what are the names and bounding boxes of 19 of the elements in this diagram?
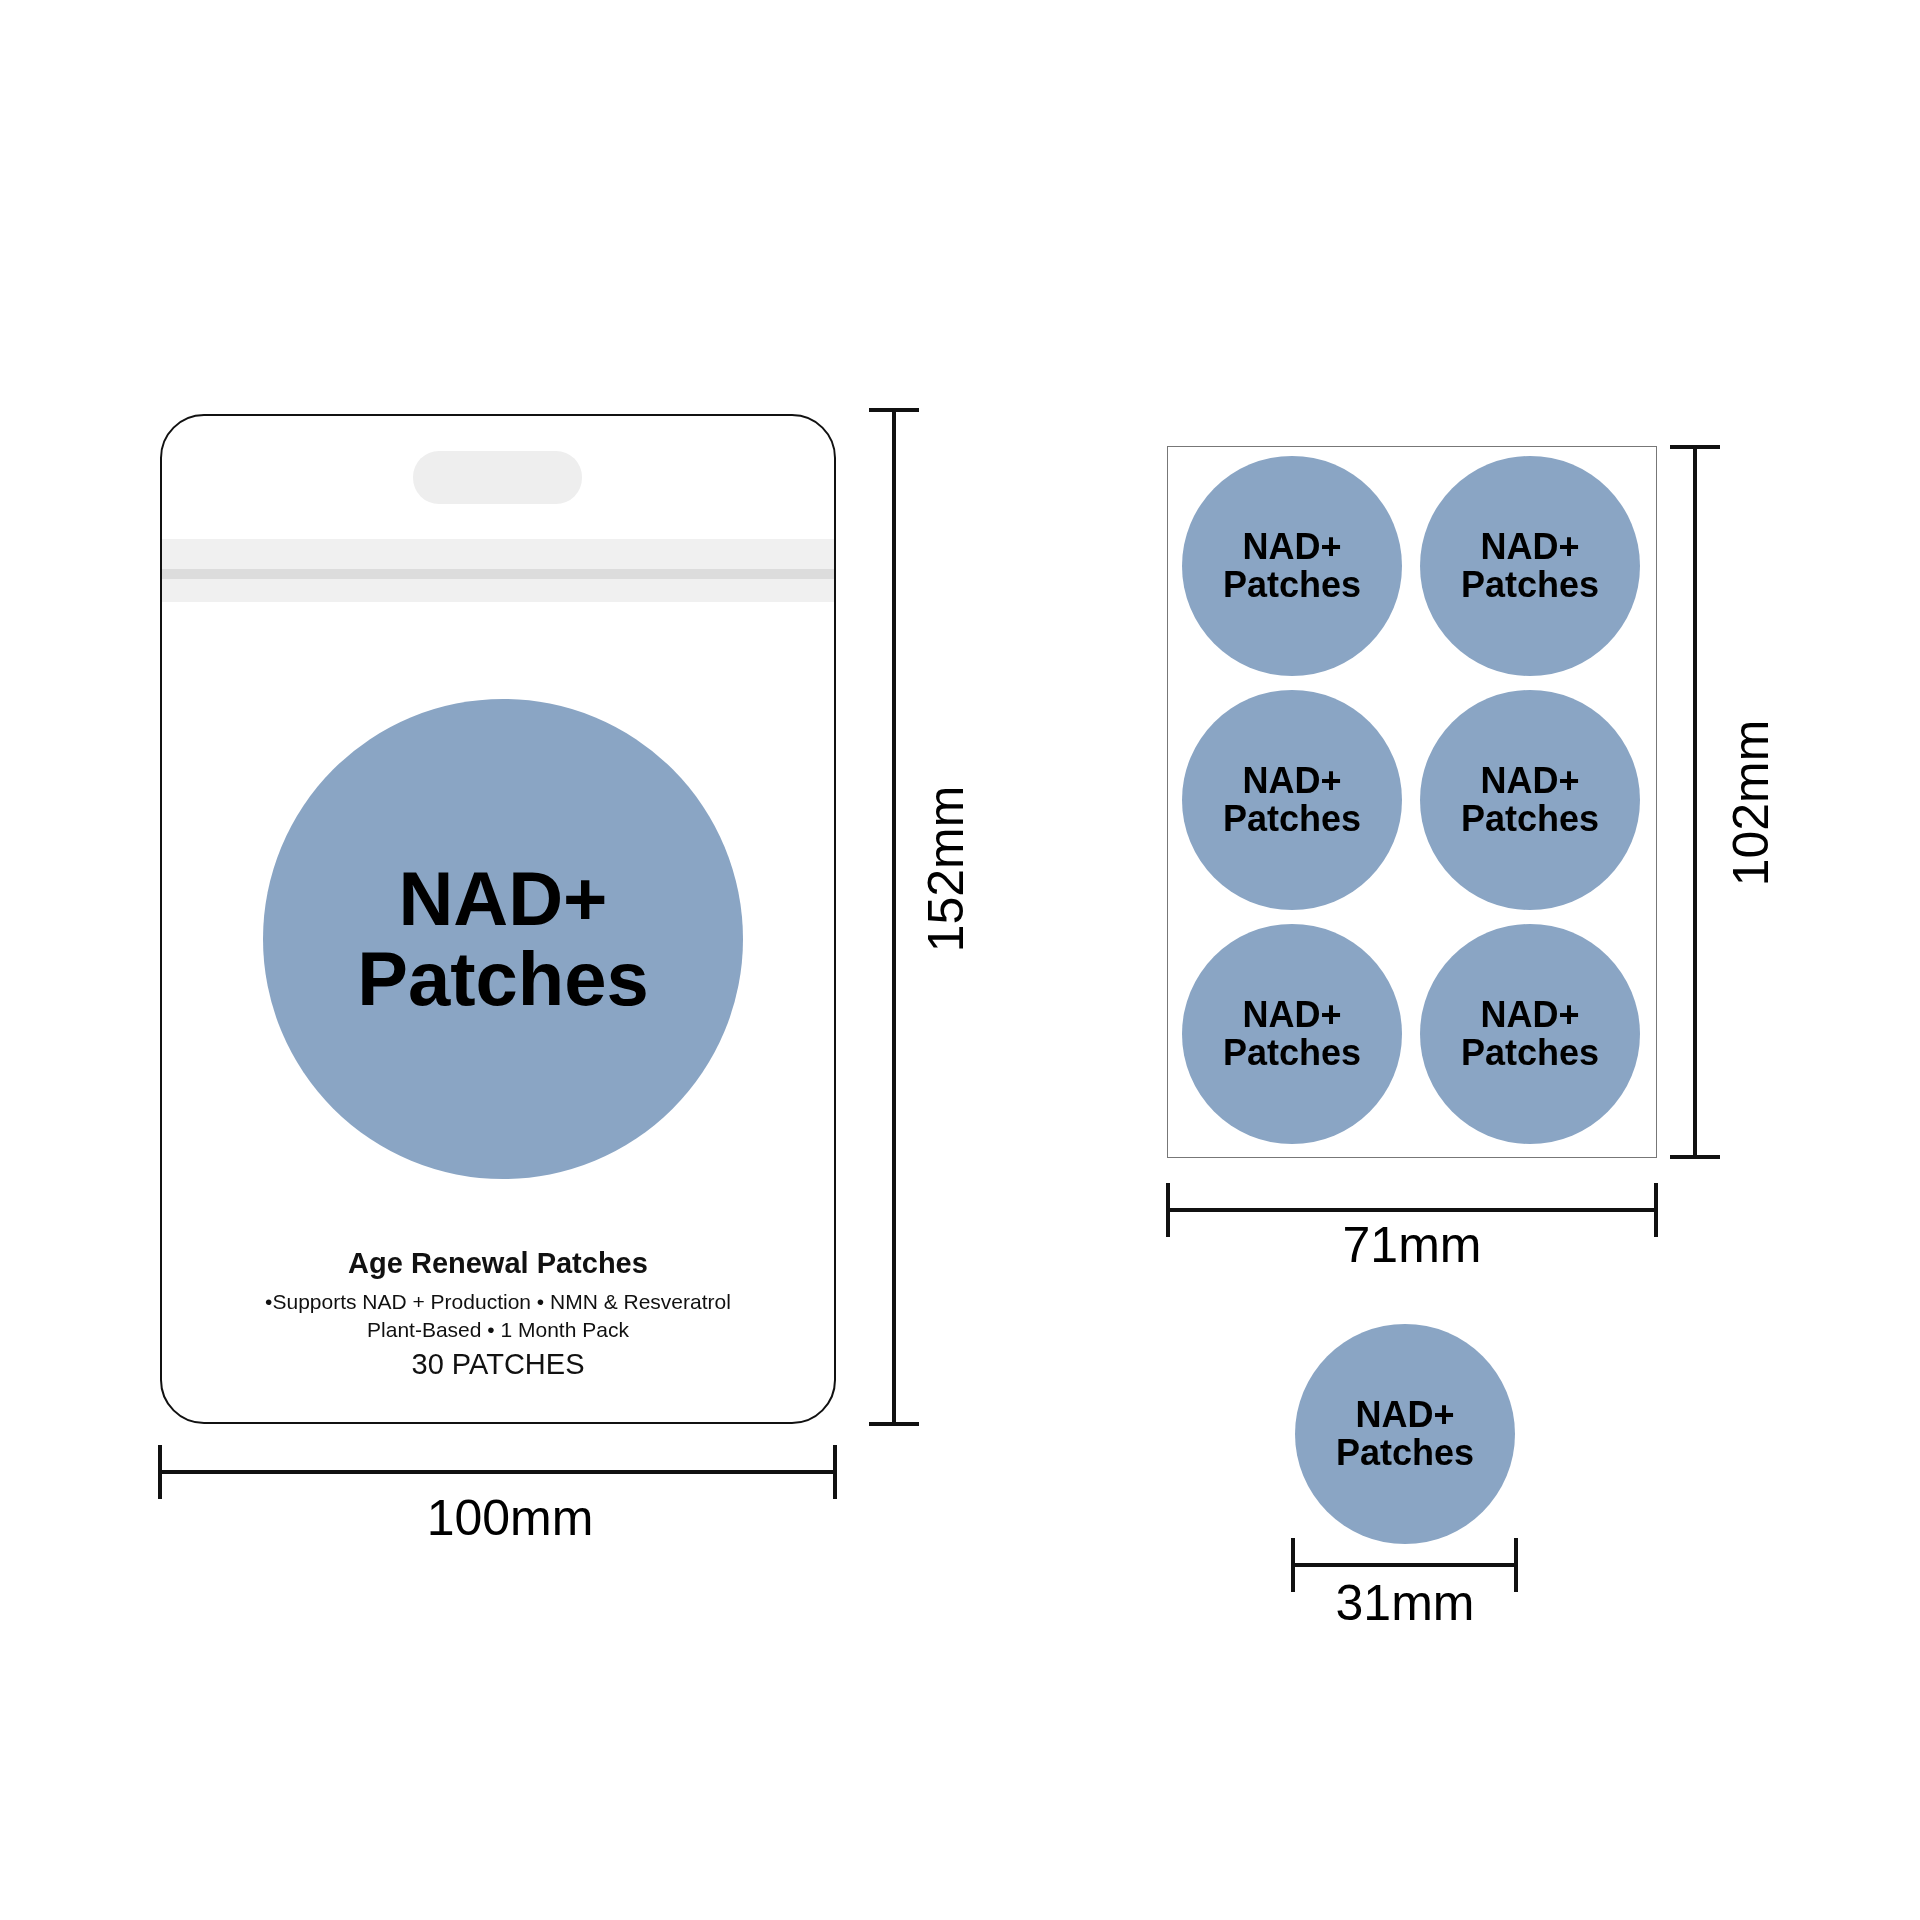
product-subtitle: Age Renewal Patches [347, 1246, 649, 1280]
dimension-label: 31mm [1335, 1574, 1475, 1632]
patch-label: NAD+ Patches [1335, 1396, 1475, 1472]
patch-label: NAD+ Patches [1222, 528, 1362, 604]
dimension-label: 152mm [917, 785, 975, 953]
dimension-label: 100mm [426, 1489, 594, 1547]
patch-label: NAD+ Patches [1222, 762, 1362, 838]
patch-label: NAD+ Patches [1460, 762, 1600, 838]
patch-label: NAD+ Patches [357, 859, 649, 1019]
pouch [160, 414, 836, 1424]
dimension-label: 71mm [1342, 1216, 1482, 1274]
patch-label: NAD+ Patches [1460, 996, 1600, 1072]
feature-text: •Supports NAD + Production • NMN & Resveratrol [264, 1290, 732, 1315]
sheet-outline [1167, 446, 1657, 1158]
dimension-label: 102mm [1722, 719, 1780, 887]
feature-text: Plant-Based • 1 Month Pack [366, 1318, 630, 1343]
patch-label: NAD+ Patches [1460, 528, 1600, 604]
patch-label: NAD+ Patches [1222, 996, 1362, 1072]
patch-count: 30 PATCHES [410, 1347, 586, 1381]
